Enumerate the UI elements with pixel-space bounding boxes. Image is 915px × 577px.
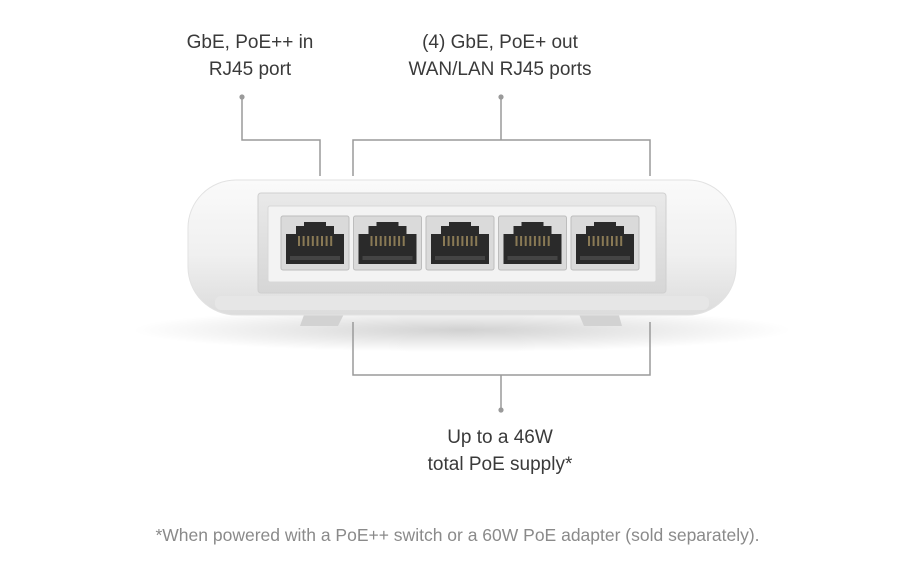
rj45-contact-pin xyxy=(615,236,618,246)
rj45-contact-pin xyxy=(547,236,550,246)
rj45-contact-pin xyxy=(470,236,473,246)
rj45-contact-pin xyxy=(321,236,323,246)
rj45-contact-pin xyxy=(456,236,459,246)
callout-input-port: GbE, PoE++ in RJ45 port xyxy=(140,29,360,83)
rj45-port xyxy=(570,215,640,271)
port-group xyxy=(280,215,640,271)
rj45-port xyxy=(280,215,350,271)
rj45-contact-pin xyxy=(620,236,623,246)
rj45-port xyxy=(353,215,422,271)
callout-output-line1: (4) GbE, PoE+ out xyxy=(422,32,578,53)
rj45-contact-pin xyxy=(515,236,518,246)
rj45-port-base xyxy=(507,256,558,260)
rj45-contact-pin xyxy=(611,236,613,246)
rj45-port-opening xyxy=(431,222,489,264)
rj45-contact-pin xyxy=(475,236,478,246)
rj45-contact-pin xyxy=(520,236,523,246)
rj45-contact-pin xyxy=(325,236,328,246)
callout-output-ports: (4) GbE, PoE+ out WAN/LAN RJ45 ports xyxy=(370,29,630,83)
device-bottom-band xyxy=(215,296,709,310)
rj45-contact-pin xyxy=(461,236,464,246)
leader-dot-supply xyxy=(498,407,504,413)
rj45-contact-pin xyxy=(543,236,546,246)
rj45-contact-pin xyxy=(298,236,300,246)
rj45-contact-pin xyxy=(524,236,527,246)
callout-input-line1: GbE, PoE++ in xyxy=(186,32,314,53)
rj45-contact-pin xyxy=(533,236,536,246)
leader-dot-output xyxy=(498,94,504,100)
rj45-contact-pin xyxy=(330,236,333,246)
callout-supply-line2: total PoE supply* xyxy=(427,454,573,475)
leader-line-output-ports xyxy=(352,97,651,176)
rj45-port xyxy=(425,215,495,271)
rj45-contact-pin xyxy=(443,236,445,246)
rj45-contact-pin xyxy=(452,236,455,246)
rj45-contact-pin xyxy=(311,236,314,246)
rj45-contact-pin xyxy=(592,236,595,246)
rj45-contact-pin xyxy=(597,236,600,246)
rj45-contact-pin xyxy=(529,236,532,246)
rj45-port-opening xyxy=(503,222,562,264)
rj45-port-base xyxy=(435,256,485,260)
rj45-port-base xyxy=(290,256,340,260)
rj45-contact-pin xyxy=(388,236,391,246)
callout-output-line2: WAN/LAN RJ45 ports xyxy=(408,59,592,80)
leader-line-input-port xyxy=(241,97,321,176)
rj45-contact-pin xyxy=(316,236,319,246)
rj45-port-opening xyxy=(286,222,344,264)
rj45-contact-pin xyxy=(588,236,590,246)
rj45-contact-pin xyxy=(375,236,378,246)
rj45-contact-pin xyxy=(307,236,310,246)
leader-line-supply xyxy=(352,322,651,410)
rj45-contact-pin xyxy=(384,236,387,246)
callout-input-line2: RJ45 port xyxy=(208,59,292,80)
rj45-contact-pin xyxy=(398,236,401,246)
rj45-contact-pin xyxy=(447,236,450,246)
footnote: *When powered with a PoE++ switch or a 6… xyxy=(155,525,760,545)
rj45-contact-pin xyxy=(402,236,405,246)
rj45-contact-pin xyxy=(393,236,396,246)
rj45-contact-pin xyxy=(370,236,373,246)
leader-dot-input xyxy=(239,94,245,100)
rj45-contact-pin xyxy=(606,236,609,246)
device-shadow xyxy=(132,308,792,352)
rj45-contact-pin xyxy=(601,236,604,246)
rj45-contact-pin xyxy=(538,236,541,246)
callout-poe-supply: Up to a 46W total PoE supply* xyxy=(380,424,620,478)
rj45-port xyxy=(498,215,567,271)
rj45-port-base xyxy=(580,256,630,260)
rj45-contact-pin xyxy=(379,236,382,246)
rj45-contact-pin xyxy=(302,236,305,246)
rj45-port-base xyxy=(362,256,413,260)
callout-supply-line1: Up to a 46W xyxy=(447,427,553,448)
rj45-port-opening xyxy=(576,222,634,264)
rj45-contact-pin xyxy=(466,236,468,246)
rj45-port-opening xyxy=(358,222,417,264)
